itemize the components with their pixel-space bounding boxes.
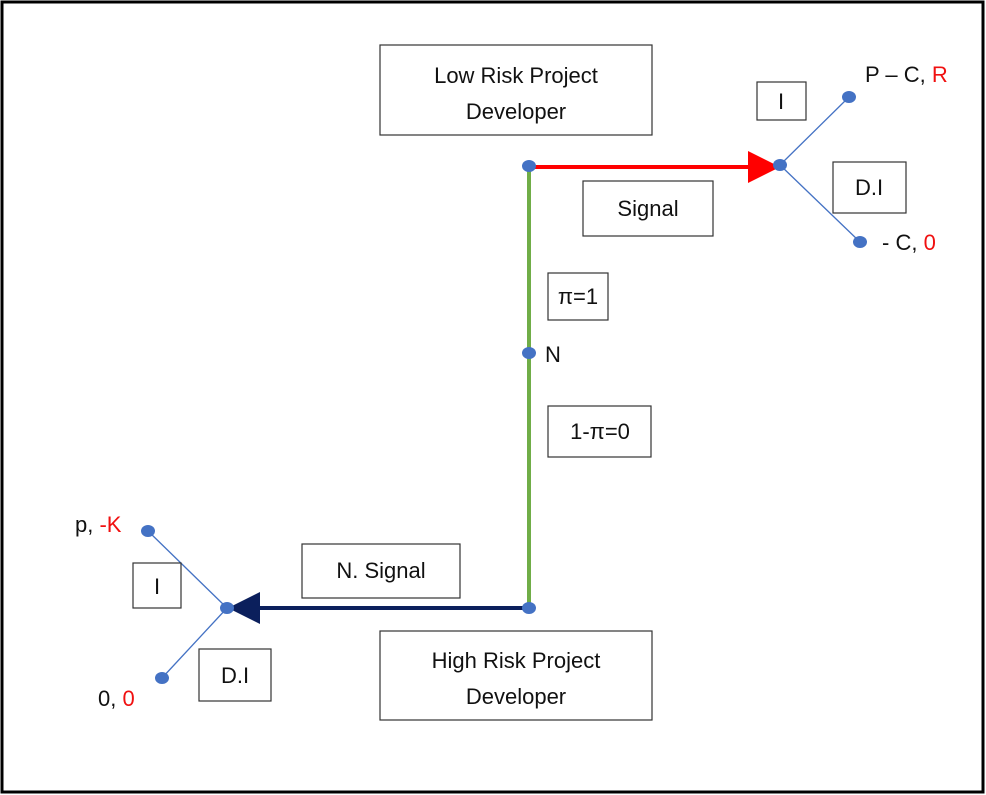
bottom-invest-branch bbox=[147, 530, 228, 609]
top-dont-invest-payoff: - C, 0 bbox=[882, 230, 936, 255]
signal-box: Signal bbox=[582, 180, 714, 237]
high-risk-label-line2: Developer bbox=[466, 684, 566, 709]
no-signal-label: N. Signal bbox=[336, 558, 425, 583]
bottom-investor-node bbox=[220, 602, 234, 614]
bottom-dont-invest-branch bbox=[161, 607, 228, 679]
bottom-dont-invest-payoff: 0, 0 bbox=[98, 686, 135, 711]
top-dont-invest-branch bbox=[779, 164, 861, 243]
bottom-dont-invest-terminal bbox=[155, 672, 169, 684]
payoff-second: 0 bbox=[924, 230, 936, 255]
nature-node bbox=[522, 347, 536, 359]
top-invest-terminal bbox=[842, 91, 856, 103]
low-risk-developer-box: Low Risk Project Developer bbox=[379, 44, 653, 136]
top-dont-invest-terminal bbox=[853, 236, 867, 248]
payoff-second: 0 bbox=[122, 686, 134, 711]
payoff-second: R bbox=[932, 62, 948, 87]
bottom-dont-invest-label: D.I bbox=[221, 663, 249, 688]
top-dont-invest-box: D.I bbox=[832, 161, 907, 214]
low-risk-label-line2: Developer bbox=[466, 99, 566, 124]
top-invest-box: I bbox=[756, 81, 807, 121]
payoff-first: - C, bbox=[882, 230, 924, 255]
bottom-invest-label: I bbox=[154, 574, 160, 599]
bottom-invest-payoff: p, -K bbox=[75, 512, 122, 537]
payoff-first: P – C, bbox=[865, 62, 932, 87]
bottom-dont-invest-box: D.I bbox=[198, 648, 272, 702]
high-risk-label-line1: High Risk Project bbox=[432, 648, 601, 673]
prob-high-label: 1-π=0 bbox=[570, 419, 630, 444]
signal-label: Signal bbox=[617, 196, 678, 221]
payoff-second: -K bbox=[99, 512, 121, 537]
low-risk-label-line1: Low Risk Project bbox=[434, 63, 598, 88]
top-investor-node bbox=[773, 159, 787, 171]
top-invest-label: I bbox=[778, 89, 784, 114]
prob-low-label: π=1 bbox=[558, 284, 598, 309]
prob-low-box: π=1 bbox=[547, 272, 609, 321]
bottom-invest-terminal bbox=[141, 525, 155, 537]
payoff-first: 0, bbox=[98, 686, 122, 711]
payoff-first: p, bbox=[75, 512, 99, 537]
top-invest-branch bbox=[779, 96, 850, 166]
low-risk-node bbox=[522, 160, 536, 172]
top-dont-invest-label: D.I bbox=[855, 175, 883, 200]
bottom-invest-box: I bbox=[132, 562, 182, 609]
prob-high-box: 1-π=0 bbox=[547, 405, 652, 458]
no-signal-box: N. Signal bbox=[301, 543, 461, 599]
nature-node-label: N bbox=[545, 342, 561, 367]
high-risk-developer-box: High Risk Project Developer bbox=[379, 630, 653, 721]
top-invest-payoff: P – C, R bbox=[865, 62, 948, 87]
high-risk-node bbox=[522, 602, 536, 614]
